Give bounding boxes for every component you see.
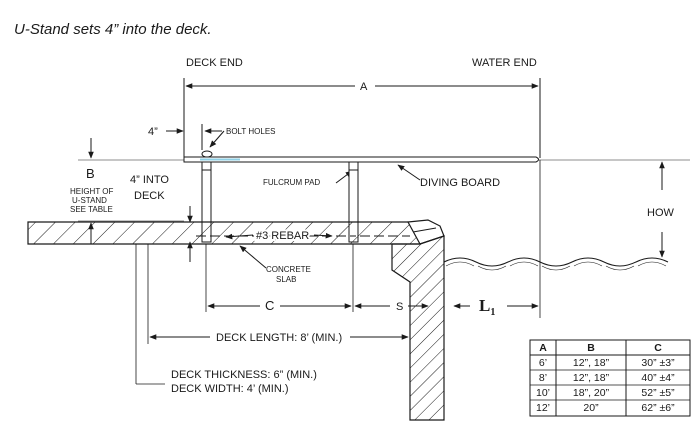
rebar-label: #3 REBAR bbox=[256, 230, 309, 242]
diving-board bbox=[183, 156, 539, 163]
deck-thickness-dimension: DECK THICKNESS: 6” (MIN.) DECK WIDTH: 4’… bbox=[135, 244, 317, 395]
table-cell: 20” bbox=[583, 402, 599, 414]
dimension-c-label: C bbox=[265, 298, 274, 313]
diving-board-label: DIVING BOARD bbox=[420, 177, 500, 189]
into-deck-line1: 4” INTO bbox=[130, 174, 169, 186]
c-s-l-dimensions: C S L1 bbox=[205, 244, 539, 318]
four-inch-label: 4” bbox=[148, 126, 158, 138]
bolt-holes-callout: BOLT HOLES bbox=[209, 127, 276, 148]
bolt-holes-label: BOLT HOLES bbox=[226, 127, 276, 136]
u-stand-legs bbox=[201, 161, 359, 243]
dimension-s-label: S bbox=[396, 301, 403, 313]
pool-wall bbox=[391, 235, 445, 421]
diagram-title: U-Stand sets 4” into the deck. bbox=[14, 21, 212, 38]
table-header-b: B bbox=[587, 342, 595, 354]
b-height-line2: U-STAND bbox=[72, 196, 107, 205]
deck-length-label: DECK LENGTH: 8’ (MIN.) bbox=[216, 332, 342, 344]
four-inch-into-deck-dimension: 4” INTO DECK bbox=[130, 174, 193, 262]
deck-thickness-label: DECK THICKNESS: 6” (MIN.) bbox=[171, 369, 317, 381]
b-height-line3: SEE TABLE bbox=[70, 205, 113, 214]
rebar: #3 REBAR bbox=[196, 228, 410, 244]
water-end-label: WATER END bbox=[472, 57, 537, 69]
table-cell: 62” ±6” bbox=[641, 402, 675, 414]
into-deck-line2: DECK bbox=[134, 190, 165, 202]
how-label: HOW bbox=[647, 207, 675, 219]
table-header-a: A bbox=[539, 342, 547, 354]
diving-board-callout: DIVING BOARD bbox=[397, 164, 500, 189]
table-cell: 12”, 18” bbox=[573, 357, 610, 369]
dimension-a-label: A bbox=[360, 81, 368, 93]
dimension-l1-label: L1 bbox=[479, 296, 495, 318]
table-cell: 12”, 18” bbox=[573, 372, 610, 384]
table-cell: 6’ bbox=[539, 357, 547, 369]
concrete-slab-callout: CONCRETE SLAB bbox=[239, 245, 311, 284]
fulcrum-pad-label: FULCRUM PAD bbox=[263, 178, 320, 187]
table-cell: 10’ bbox=[536, 387, 550, 399]
concrete-deck bbox=[27, 219, 445, 245]
water-surface bbox=[443, 257, 669, 271]
concrete-label-line2: SLAB bbox=[276, 275, 296, 284]
table-cell: 30” ±3” bbox=[641, 357, 675, 369]
how-dimension: HOW bbox=[647, 161, 675, 258]
b-height-line1: HEIGHT OF bbox=[70, 187, 114, 196]
deck-width-label: DECK WIDTH: 4’ (MIN.) bbox=[171, 383, 289, 395]
four-inch-offset-dimension: 4” bbox=[148, 124, 222, 150]
table-cell: 12’ bbox=[536, 402, 550, 414]
table-cell: 40” ±4” bbox=[641, 372, 675, 384]
deck-end-label: DECK END bbox=[186, 57, 243, 69]
concrete-label-line1: CONCRETE bbox=[266, 265, 311, 274]
b-letter: B bbox=[86, 166, 95, 181]
table-header-c: C bbox=[654, 342, 662, 354]
table-cell: 8’ bbox=[539, 372, 547, 384]
dimension-a: A bbox=[183, 78, 541, 158]
bolt-hole bbox=[201, 150, 213, 158]
deck-length-dimension: DECK LENGTH: 8’ (MIN.) bbox=[147, 244, 409, 344]
table-cell: 52” ±5” bbox=[641, 387, 675, 399]
fulcrum-pad-callout: FULCRUM PAD bbox=[263, 170, 353, 187]
table-cell: 18”, 20” bbox=[573, 387, 610, 399]
dimension-table: A B C 6’ 12”, 18” 30” ±3” 8’ 12”, 18” 40… bbox=[529, 339, 691, 417]
